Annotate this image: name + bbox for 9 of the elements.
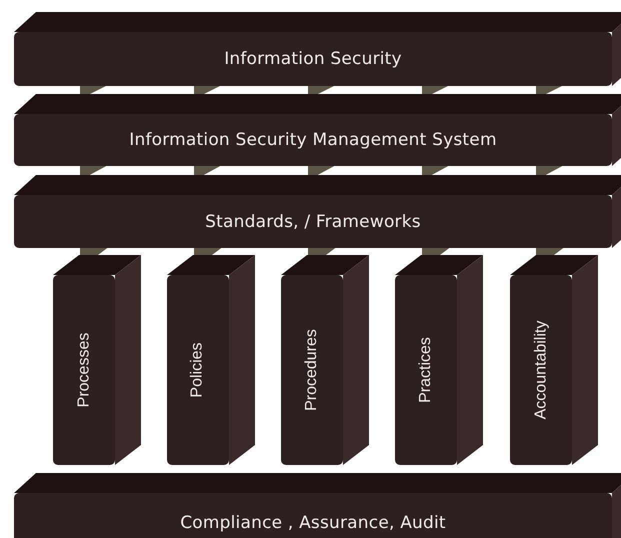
pillar-label: Policies xyxy=(189,342,207,398)
pillar-label: Practices xyxy=(417,337,435,403)
slab-label: Compliance , Assurance, Audit xyxy=(180,513,446,533)
slab-label: Information Security Management System xyxy=(129,130,497,150)
slab-label: Information Security xyxy=(224,49,402,69)
slab-label: Standards, / Frameworks xyxy=(205,212,421,232)
pillar-label: Processes xyxy=(75,332,93,408)
pillar-label: Procedures xyxy=(303,329,321,411)
pillar-label: Accountability xyxy=(532,320,550,420)
